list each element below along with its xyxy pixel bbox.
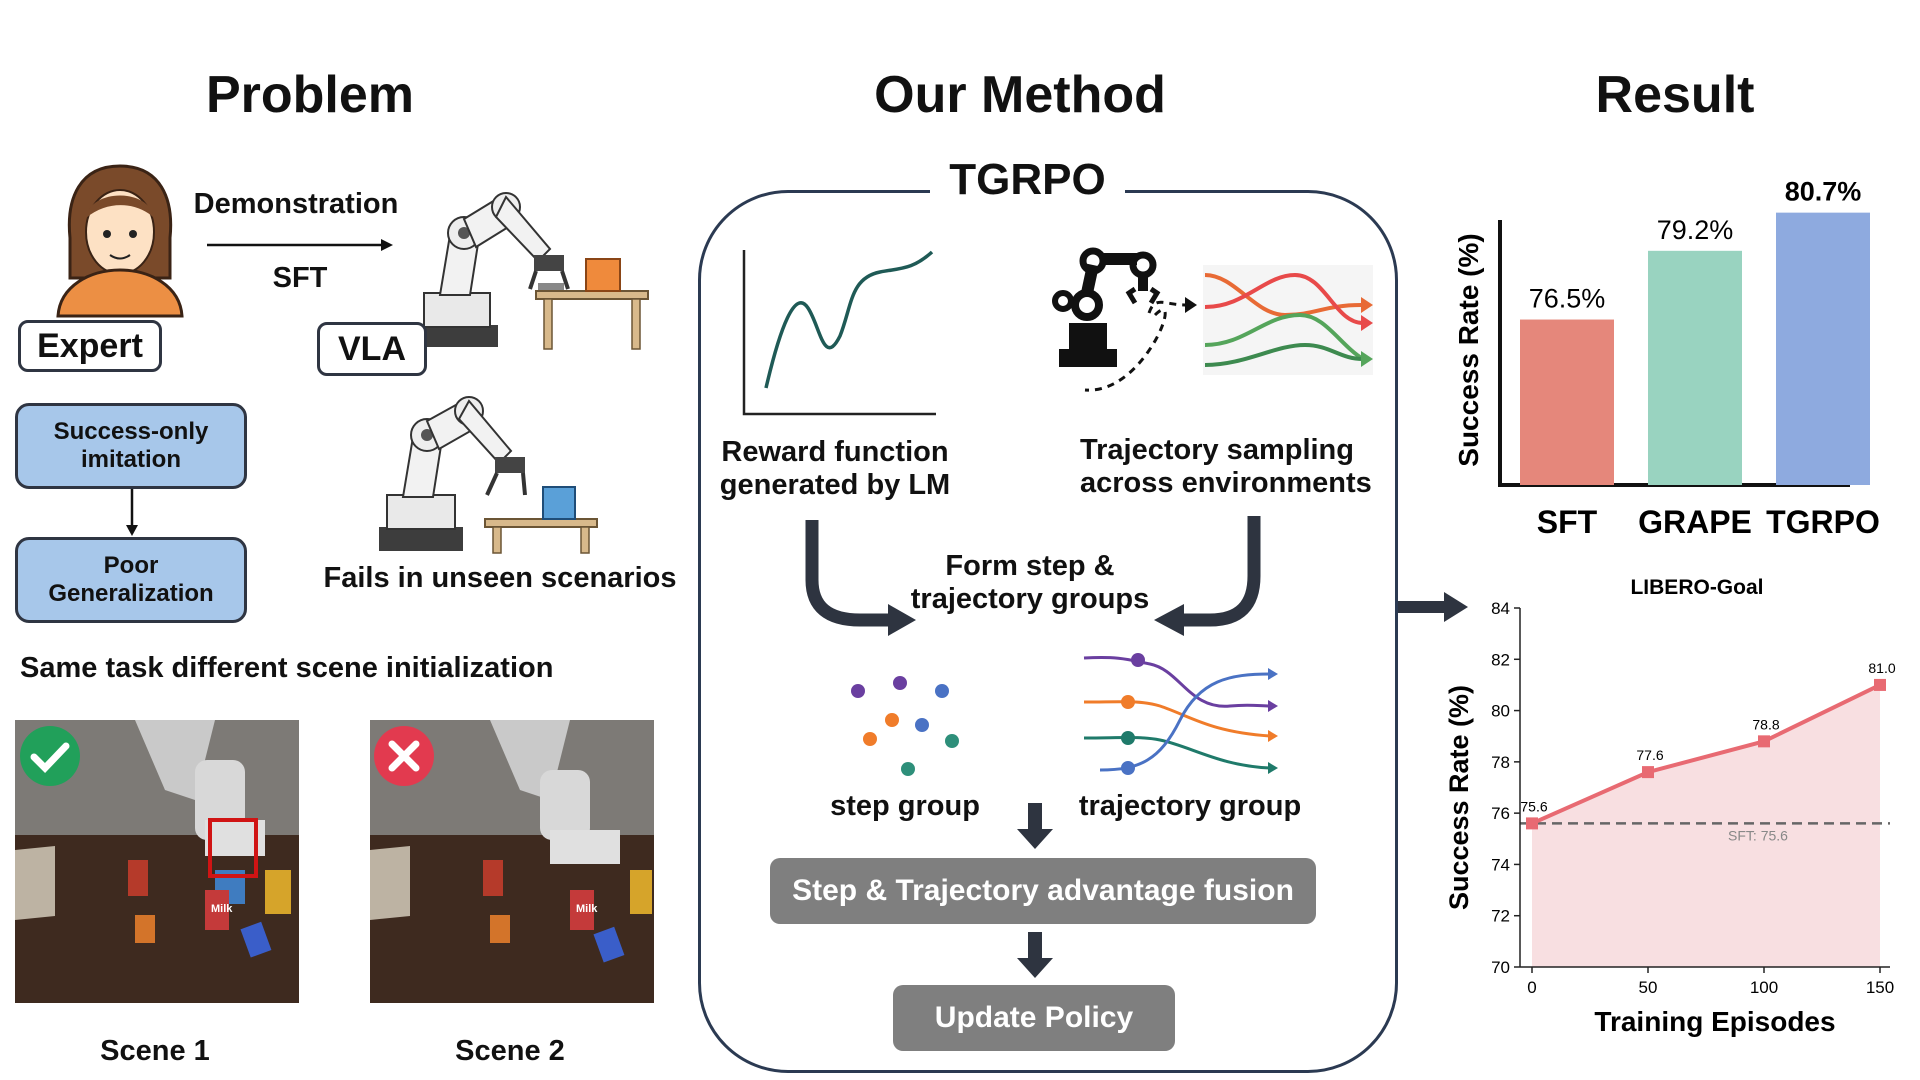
method-heading: Our Method [874,66,1166,124]
line-x-axis-label: Training Episodes [1594,1006,1835,1037]
bar-tgrpo [1776,212,1870,486]
line-point-label: 77.6 [1636,747,1663,763]
bar-category-label: GRAPE [1638,504,1752,540]
y-tick-label: 82 [1491,650,1510,669]
right-curved-arrow-icon [1154,516,1261,636]
line-point-label: 81.0 [1868,660,1895,676]
method-to-result-arrow-icon [1398,592,1468,622]
demonstration-arrow-icon [207,239,393,251]
bar-grape [1648,250,1742,485]
success-check-icon [20,726,80,786]
line-area-fill [1532,684,1880,967]
fusion-down-arrow-icon [1017,803,1053,849]
scene1-image: Milk [15,720,299,1003]
result-heading: Result [1595,66,1755,124]
bar-chart: Success Rate (%) 76.5% SFT 79.2% GRAPE 80.7% T… [1453,177,1880,540]
x-tick-label: 150 [1866,978,1894,997]
bar-value-label: 76.5% [1529,284,1606,314]
bar-value-label: 79.2% [1657,215,1734,245]
line-y-axis-label: Success Rate (%) [1444,685,1474,910]
x-tick-label: 100 [1750,978,1778,997]
line-series [1531,683,1881,826]
step-group-label: step group [830,790,980,822]
y-tick-label: 74 [1491,855,1510,874]
advantage-fusion-box: Step & Trajectory advantage fusion [770,858,1316,924]
sft-baseline-label: SFT: 75.6 [1728,827,1788,843]
poor-generalization-box: Poor Generalization [15,537,247,623]
success-only-imitation-box: Success-only imitation [15,403,247,489]
bar-sft [1520,319,1614,485]
y-tick-label: 76 [1491,804,1510,823]
failure-x-icon [374,726,434,786]
x-tick-label: 0 [1527,978,1536,997]
line-point [1642,766,1654,779]
line-point [1526,817,1538,830]
vla-label: VLA [317,322,427,376]
scene1-product-label: Milk [211,903,233,915]
tgrpo-panel-title: TGRPO [930,155,1125,205]
line-point-label: 75.6 [1520,798,1547,814]
left-curved-arrow-icon [805,520,916,636]
y-tick-label: 80 [1491,702,1510,721]
robot-arm-fail-icon [379,396,598,554]
update-down-arrow-icon [1017,932,1053,978]
flow-down-arrow-icon [126,489,138,536]
step-group-dots-icon [851,676,959,776]
line-point [1874,678,1886,691]
reward-curve-icon [742,250,936,416]
scene-caption: Same task different scene initialization [20,652,554,684]
expert-label: Expert [18,320,162,372]
scene2-image: Milk [370,720,654,1003]
trajectory-group-lines-icon [1083,653,1278,775]
reward-function-label: Reward function generated by LM [719,436,951,502]
x-tick-label: 50 [1639,978,1658,997]
bar-category-label: SFT [1537,504,1598,540]
scene1-label: Scene 1 [100,1035,210,1067]
robot-arm-icon [418,192,649,350]
fail-caption: Fails in unseen scenarios [323,562,677,594]
trajectory-sampling-icon [1052,247,1373,392]
y-tick-label: 84 [1491,599,1510,618]
sft-label: SFT [272,262,328,294]
form-groups-label: Form step & trajectory groups [910,550,1150,616]
demonstration-label: Demonstration [193,188,399,220]
scene2-label: Scene 2 [455,1035,565,1067]
bar-y-axis-label: Success Rate (%) [1453,233,1484,466]
line-point-label: 78.8 [1752,716,1779,732]
y-tick-label: 70 [1491,958,1510,977]
problem-heading: Problem [205,66,415,124]
trajectory-sampling-label: Trajectory sampling across environments [1080,434,1372,500]
trajectory-group-label: trajectory group [1078,790,1302,822]
scene2-product-label: Milk [576,903,598,915]
bar-value-label: 80.7% [1785,177,1862,207]
update-policy-box: Update Policy [893,985,1175,1051]
y-tick-label: 78 [1491,753,1510,772]
line-point [1758,735,1770,748]
line-chart-title: LIBERO-Goal [1630,576,1763,599]
y-tick-label: 72 [1491,907,1510,926]
expert-avatar-icon [56,164,184,318]
bar-category-label: TGRPO [1766,504,1880,540]
